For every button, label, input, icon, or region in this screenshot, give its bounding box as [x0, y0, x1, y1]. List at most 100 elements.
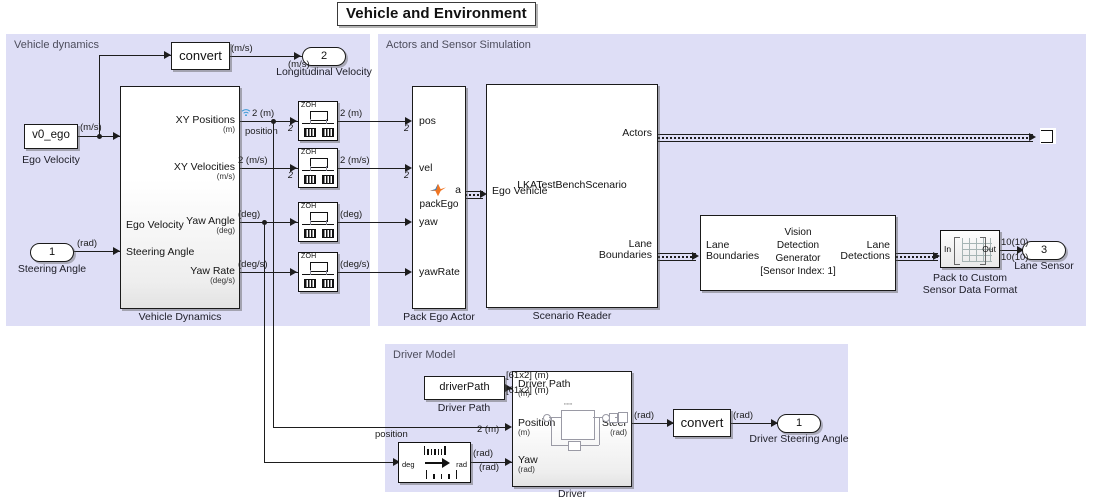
- pack-to-custom-in-label: In: [944, 244, 952, 254]
- vision-out-lane-detections: Lane Detections: [840, 239, 890, 262]
- signal-label-longvel-ms: (m/s): [288, 59, 310, 70]
- block-zoh-yawrate[interactable]: ZOH: [298, 252, 338, 292]
- zoh-velocity-tick-r: [326, 166, 327, 171]
- deg-to-rad-out-label: rad: [456, 460, 467, 469]
- signal-label-yaw-deg: (deg): [238, 209, 261, 220]
- block-zoh-velocity[interactable]: ZOH: [298, 148, 338, 188]
- zoh-yaw-tick-r: [326, 220, 327, 225]
- block-vision-detection-generator[interactable]: Lane Boundaries Lane Detections Vision D…: [700, 215, 896, 291]
- outport-driver-steering-angle[interactable]: 1: [777, 414, 821, 433]
- zoh-yaw-tick-l: [310, 220, 311, 225]
- arrow-convert-bottom-in: [667, 418, 674, 427]
- block-pack-to-custom-sensor[interactable]: In Out: [940, 230, 1000, 268]
- vehicle-dynamics-out-yaw-rate: Yaw Rate (deg/s): [190, 265, 235, 285]
- scenario-reader-in-ego-vehicle: Ego Vehicle: [492, 185, 548, 197]
- scenario-out1-label-line2: Boundaries: [598, 249, 652, 262]
- scenario-reader-out-actors: Actors: [622, 127, 652, 139]
- outport-longitudinal-velocity-caption: Longitudinal Velocity: [276, 66, 372, 78]
- block-vehicle-dynamics[interactable]: Ego Velocity Steering Angle XY Positions…: [120, 86, 240, 309]
- driver-in2-label: Yaw: [518, 454, 538, 466]
- driver-schematic-line-in: [549, 417, 561, 418]
- driver-in0-label: Driver Path: [518, 378, 571, 390]
- arrow-ego-velocity-in: [113, 131, 120, 140]
- vd-out2-unit: (deg): [216, 226, 235, 236]
- arrow-zoh-yaw-in: [290, 217, 297, 226]
- vd-out0-unit: (m): [223, 125, 235, 135]
- signal-label-driver-yaw-rad: (rad): [479, 462, 500, 473]
- packego-in1-label: vel: [419, 162, 433, 174]
- zoh-yawrate-tick-r: [326, 270, 327, 275]
- signal-label-xy-velocities: 2 (m/s): [238, 155, 268, 166]
- ego-velocity-constant-text: v0_ego: [32, 129, 70, 141]
- driver-in-yaw: Yaw (rad): [518, 454, 538, 474]
- driver-schematic-fb-box: [568, 441, 581, 451]
- ego-velocity-constant-caption: Ego Velocity: [22, 154, 80, 166]
- driver-path-constant-caption: Driver Path: [437, 402, 491, 414]
- vision-in-line1: Lane: [706, 239, 730, 251]
- signal-label-zoh-pos-out: 2 (m): [340, 108, 363, 119]
- terminator-icon[interactable]: [1040, 128, 1056, 144]
- driver-inner-schematic: ▪▪▪▪▪▪: [543, 398, 628, 460]
- driver-caption: Driver: [558, 488, 586, 499]
- inport-steering-angle[interactable]: 1: [30, 243, 74, 262]
- vehicle-dynamics-out-xy-positions: XY Positions (m): [176, 114, 235, 135]
- arrow-zoh-yawrate-in: [290, 267, 297, 276]
- arrow-longvel-in: [294, 51, 301, 60]
- block-scenario-reader[interactable]: LKATestBenchScenario Ego Vehicle Actors …: [486, 84, 658, 308]
- outport-lane-sensor[interactable]: 3: [1022, 241, 1066, 260]
- signal-label-steering-rad: (rad): [77, 238, 98, 249]
- arrow-deg2rad-in: [393, 457, 400, 466]
- signal-width-vel: 2: [288, 170, 294, 180]
- vision-center-line3: Generator: [775, 253, 821, 264]
- wire-actors-bus: [658, 134, 1033, 142]
- driver-schematic-small-box-1: [609, 413, 618, 423]
- convert-bottom-text: convert: [680, 415, 724, 430]
- signal-label-convert-out-ms: (m/s): [231, 43, 253, 54]
- packego-in-pos: pos: [419, 115, 436, 127]
- arrow-packego-pos-in: [405, 116, 412, 125]
- outport-lane-sensor-number: 3: [1040, 244, 1048, 256]
- packego-in-vel: vel: [419, 162, 433, 174]
- block-zoh-yaw[interactable]: ZOH: [298, 202, 338, 242]
- block-zoh-position[interactable]: ZOH: [298, 101, 338, 141]
- arrow-terminator-in: [1029, 132, 1036, 141]
- zoh-velocity-tick-l: [310, 166, 311, 171]
- wireless-signal-icon: [241, 109, 251, 116]
- arrow-packcustom-in: [933, 251, 940, 260]
- signal-label-steer-rad: (rad): [634, 410, 655, 421]
- signal-width-pos: 2: [288, 123, 294, 133]
- scenario-out0-label: Actors: [622, 127, 652, 139]
- vehicle-dynamics-caption: Vehicle Dynamics: [138, 311, 222, 323]
- wire-to-convert: [99, 55, 171, 56]
- driver-schematic-tiny-text: ▪▪▪▪▪▪: [564, 402, 573, 406]
- signal-label-driverpath-dim2: [61x2] (m): [506, 385, 549, 396]
- wire-convert-bottom-out: [731, 423, 777, 424]
- outport-driver-steering-angle-number: 1: [795, 417, 803, 429]
- block-deg-to-rad[interactable]: deg rad: [398, 442, 471, 483]
- outport-lane-sensor-caption: Lane Sensor: [1014, 260, 1074, 272]
- scenario-in-label: Ego Vehicle: [492, 185, 548, 197]
- driver-schematic-main-box: [561, 410, 595, 440]
- deg-to-rad-ticks-top: [424, 446, 446, 455]
- wire-deg2rad-to-yaw: [471, 462, 512, 463]
- convert-top-text: convert: [179, 48, 222, 63]
- arrow-steering-angle-in: [113, 246, 120, 255]
- block-ego-velocity-constant[interactable]: v0_ego: [24, 124, 78, 149]
- wire-packego-to-scenario: [465, 191, 483, 199]
- wire-yaw-branch-down: [264, 222, 265, 462]
- wire-yaw-to-zoh: [240, 222, 298, 223]
- deg-to-rad-arrow-glyph: [425, 462, 443, 464]
- block-driver[interactable]: Driver Path (m) Position (m) Yaw (rad) S…: [512, 371, 632, 487]
- packego-in-yawrate: yawRate: [419, 266, 460, 278]
- block-driver-path-constant[interactable]: driverPath: [424, 376, 505, 400]
- wire-zoh-yaw-out: [338, 222, 410, 223]
- block-convert-top[interactable]: convert: [171, 42, 230, 70]
- outport-longitudinal-velocity[interactable]: 2: [302, 47, 346, 66]
- zoh-velocity-glyph-line: [302, 170, 334, 171]
- wire-steering-angle: [74, 251, 120, 252]
- block-convert-bottom[interactable]: convert: [673, 409, 731, 437]
- wire-convert-to-longvel: [230, 56, 302, 57]
- block-pack-ego-actor[interactable]: pos vel yaw yawRate a packEgo: [412, 86, 466, 309]
- zoh-position-label: ZOH: [301, 102, 317, 109]
